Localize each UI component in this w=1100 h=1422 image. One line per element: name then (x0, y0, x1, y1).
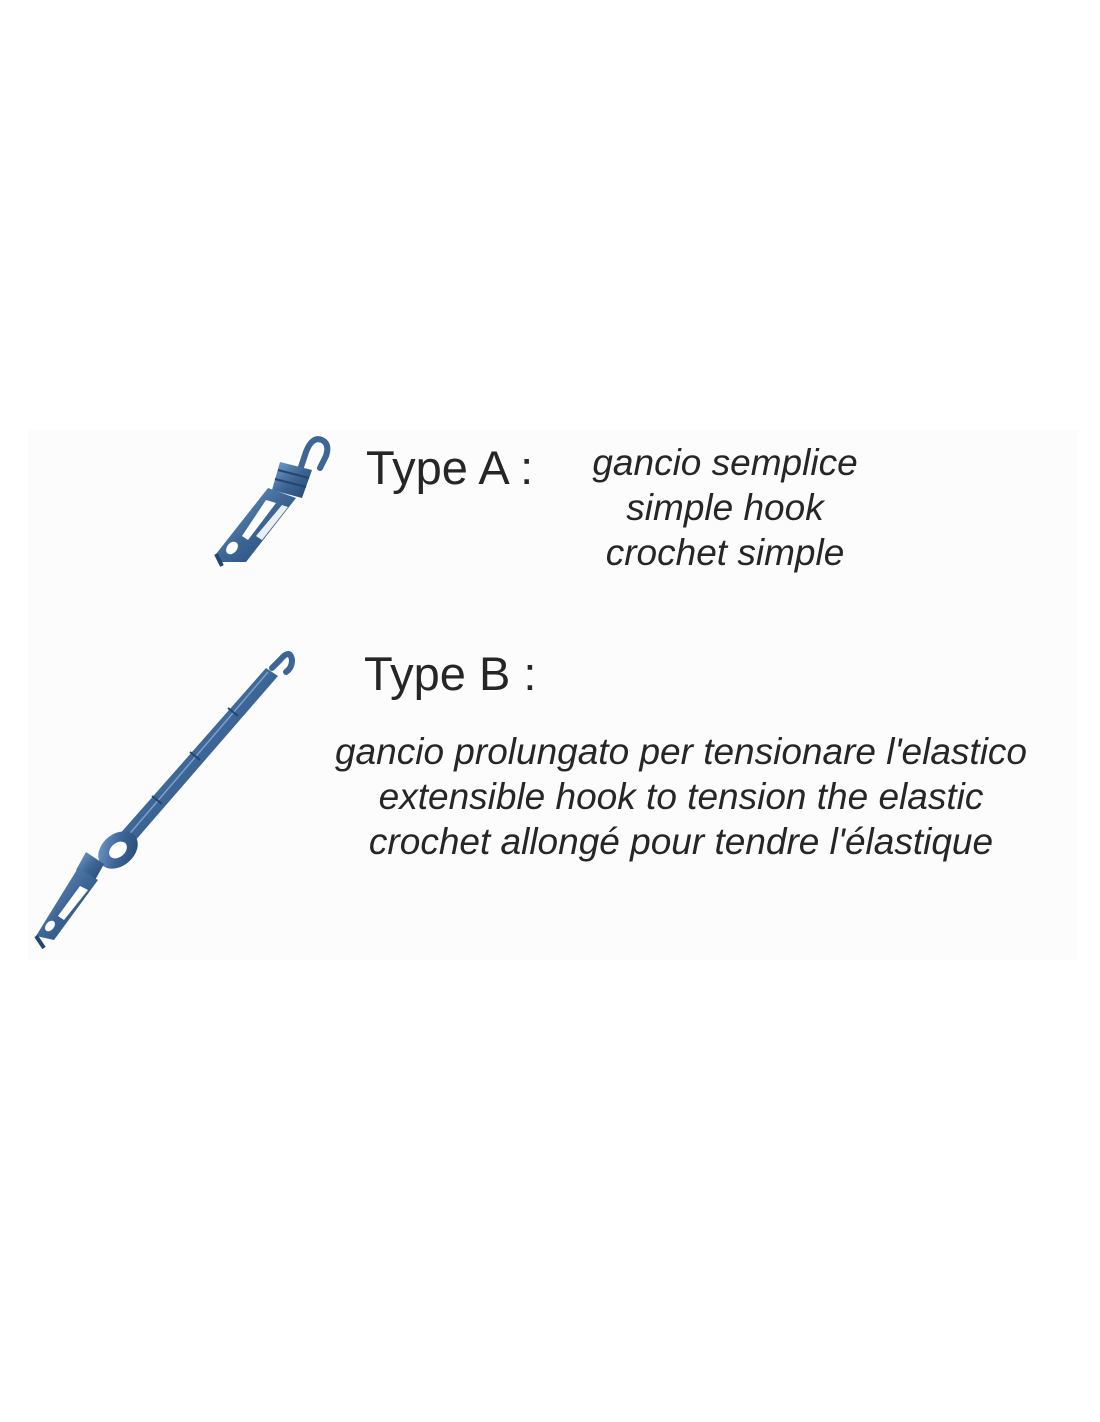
type-b-desc-english: extensible hook to tension the elastic (378, 776, 984, 817)
type-a-title: Type A : (366, 441, 534, 494)
type-b-desc-italian: gancio prolungato per tensionare l'elast… (334, 731, 1027, 772)
product-panel (28, 430, 1078, 960)
type-a-desc-english: simple hook (626, 487, 824, 528)
type-a-description: gancio semplice simple hook crochet simp… (570, 440, 880, 575)
hook-a-icon (214, 436, 331, 567)
type-b-title: Type B : (364, 647, 537, 700)
type-a-desc-italian: gancio semplice (592, 442, 858, 483)
type-b-desc-french: crochet allongé pour tendre l'élastique (368, 821, 994, 862)
hook-b-icon (34, 651, 296, 950)
type-a-desc-french: crochet simple (605, 532, 845, 573)
type-b-description: gancio prolungato per tensionare l'elast… (296, 729, 1066, 864)
